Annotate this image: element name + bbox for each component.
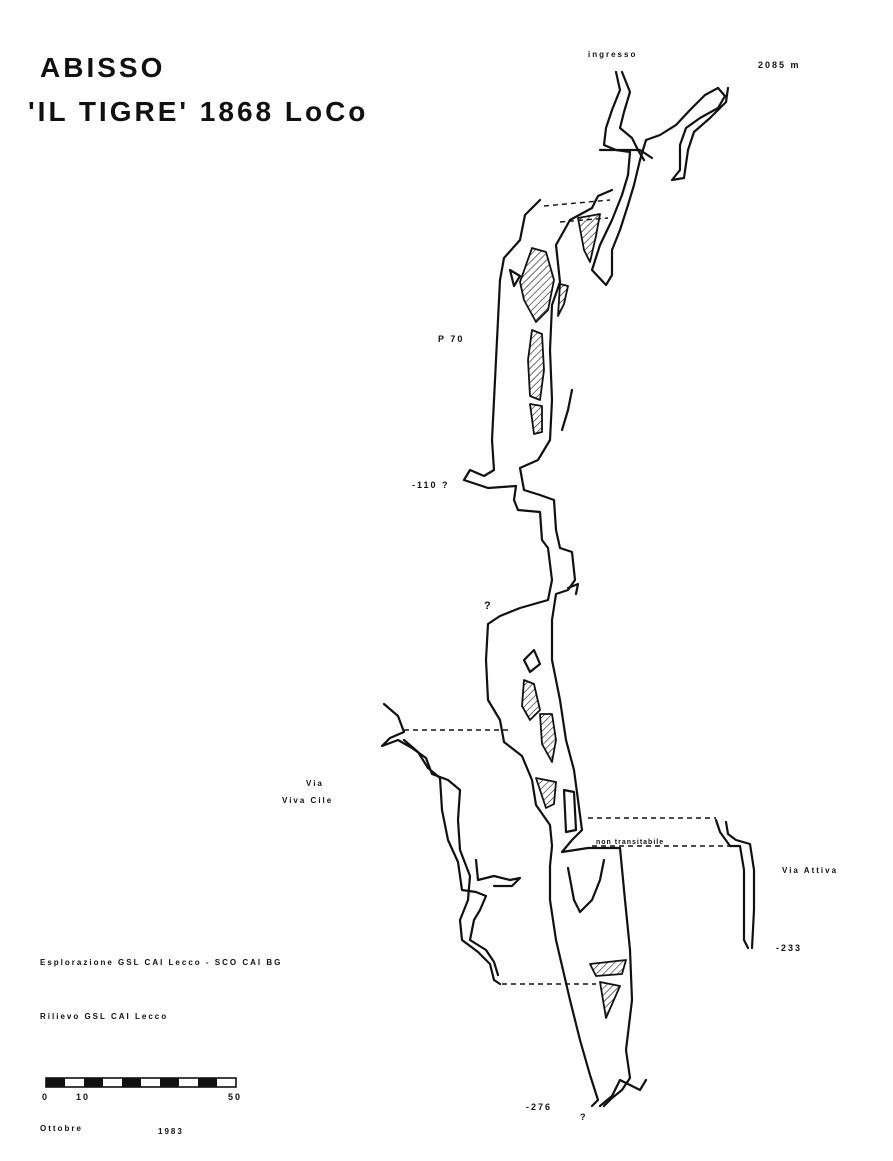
- question-mark-label: ?: [484, 600, 493, 612]
- scale-segment: [198, 1078, 217, 1087]
- branch-viva-cile-inner: [402, 738, 500, 977]
- branch-viva-cile-label-line-2: Viva Cile: [282, 796, 334, 805]
- survey-credit: Rilievo GSL CAI Lecco: [40, 1012, 169, 1021]
- altitude-label: 2085 m: [758, 60, 801, 70]
- branch-viva-cile-label-line-1: Via: [306, 779, 324, 788]
- main-shaft-right-wall: [518, 188, 634, 1108]
- date-month-label: Ottobre: [40, 1124, 83, 1133]
- branch-attiva-outer: [714, 818, 750, 950]
- scale-mid-label: 10: [76, 1092, 91, 1102]
- scale-segment: [160, 1078, 179, 1087]
- depth-233-label: -233: [776, 943, 803, 953]
- entrance-pit-top: [598, 148, 654, 160]
- dashed-link-entrance: [543, 199, 611, 207]
- branch-attiva-label: Via Attiva: [782, 866, 839, 875]
- dashed-link-upper: [559, 217, 609, 223]
- block-lower-1: [562, 788, 578, 834]
- entrance-shaft-left-wall: [590, 70, 720, 287]
- block-upper-1: [508, 268, 522, 288]
- scale-segment: [84, 1078, 103, 1087]
- block-mid-1: [522, 648, 542, 674]
- not-passable-label: non transitabile: [596, 839, 665, 846]
- boulder-3: [557, 283, 569, 317]
- entrance-label: ingresso: [588, 50, 638, 59]
- boulder-9: [589, 959, 627, 977]
- bottom-chamber-floor: [598, 1078, 648, 1108]
- boulder-5: [529, 403, 543, 435]
- title-line-1: ABISSO: [40, 52, 166, 83]
- boulder-6: [521, 679, 541, 721]
- boulder-8: [535, 777, 557, 809]
- upper-side-gallery: [670, 86, 730, 182]
- question-mark-bottom-label: ?: [580, 1112, 588, 1122]
- entrance-shaft-right-wall: [618, 70, 646, 162]
- boulder-2: [519, 247, 555, 323]
- pitch-label: P 70: [438, 334, 465, 344]
- title-line-2: 'IL TIGRE' 1868 LoCo: [28, 96, 369, 127]
- main-shaft-inner-ledge: [560, 388, 574, 432]
- mid-shaft-notch: [566, 582, 580, 596]
- boulder-10: [599, 981, 621, 1019]
- boulder-1: [577, 213, 601, 263]
- boulder-7: [539, 713, 557, 763]
- scale-segment: [46, 1078, 65, 1087]
- scale-segment: [122, 1078, 141, 1087]
- scale-max-label: 50: [228, 1092, 243, 1102]
- scale-min-label: 0: [42, 1092, 50, 1102]
- main-shaft-left-wall: [462, 198, 600, 1108]
- scale-bar: [45, 1077, 237, 1088]
- exploration-credit: Esplorazione GSL CAI Lecco - SCO CAI BG: [40, 958, 283, 967]
- lower-shaft-inner-wall: [566, 858, 606, 914]
- branch-viva-cile-outer: [380, 702, 502, 986]
- date-year-label: 1983: [158, 1127, 184, 1136]
- boulder-4: [527, 329, 545, 401]
- branch-attiva-inner: [724, 820, 756, 950]
- depth-276-label: -276: [526, 1102, 553, 1112]
- branch-viva-cile-stub: [474, 858, 522, 888]
- depth-110-label: -110 ?: [412, 480, 450, 490]
